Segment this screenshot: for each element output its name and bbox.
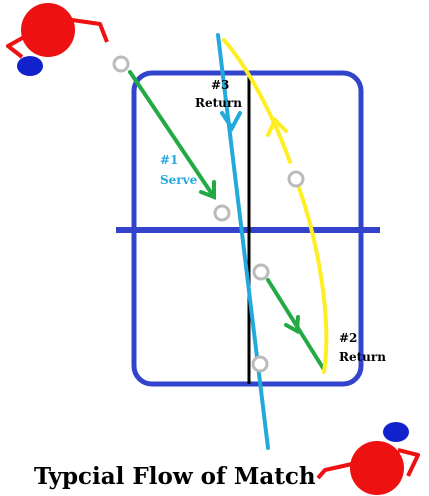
paddle-top	[17, 56, 43, 76]
return2-path	[222, 38, 329, 374]
paddle-bottom	[383, 422, 409, 442]
return2-label-number: #2	[339, 331, 357, 345]
ball-markers	[112, 55, 305, 373]
player-top-arm-right	[71, 18, 109, 43]
player-bottom	[316, 422, 420, 495]
return2-label-word: Return	[339, 350, 386, 364]
ball-serve-start	[112, 55, 130, 73]
serve-label-number: #1	[160, 153, 178, 167]
serve-path	[128, 70, 325, 370]
ball-serve-bounce	[213, 204, 231, 222]
return3-label-number: #3	[211, 78, 229, 92]
ball-return-mid	[252, 263, 270, 281]
player-top-arm-left	[6, 34, 27, 59]
player-top-head	[21, 3, 75, 57]
player-bottom-arm-right	[397, 448, 420, 477]
ball-return3-bounce	[251, 355, 269, 373]
player-bottom-head	[350, 441, 404, 495]
return3-path	[216, 33, 270, 450]
ball-return2-bounce	[287, 170, 305, 188]
diagram-title: Typcial Flow of Match	[34, 463, 316, 490]
player-bottom-arm-left	[316, 462, 353, 480]
player-top	[6, 3, 109, 76]
return3-label-word: Return	[195, 96, 242, 110]
serve-label-word: Serve	[160, 173, 198, 187]
